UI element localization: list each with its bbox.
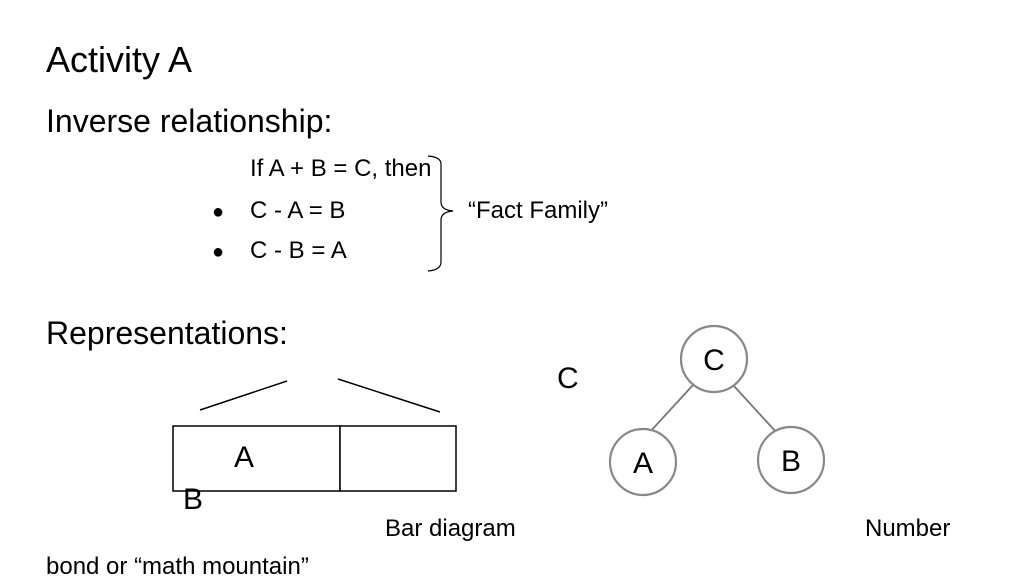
section-heading-inverse: Inverse relationship: <box>46 103 333 139</box>
bond-link-right <box>732 384 778 434</box>
bond-node-right-label: B <box>781 445 801 478</box>
bond-node-left <box>608 427 678 497</box>
bar-diagram-caption: Bar diagram <box>385 515 516 542</box>
bullet-marker: ● <box>212 201 225 223</box>
bar-whole-label: C <box>557 362 579 395</box>
bar-bracket-left <box>199 380 288 411</box>
bullet-item-1: C - A = B <box>250 197 346 224</box>
bullet-marker: ● <box>212 241 225 263</box>
statement-text: If A + B = C, then <box>250 155 432 182</box>
bond-node-top <box>679 324 749 394</box>
bond-node-top-label: C <box>703 344 725 377</box>
fact-family-label: “Fact Family” <box>468 197 608 224</box>
bond-link-left <box>648 384 694 434</box>
section-heading-representations: Representations: <box>46 315 288 351</box>
bullet-item-2: C - B = A <box>250 237 347 264</box>
bar-part-a <box>172 425 341 492</box>
bond-node-left-label: A <box>633 447 653 480</box>
number-bond-caption-line1: Number <box>865 515 951 542</box>
slide-title: Activity A <box>46 39 193 80</box>
number-bond-caption-line2: bond or “math mountain” <box>46 553 309 580</box>
curly-brace <box>427 155 454 272</box>
bar-part-b-label: B <box>183 483 204 516</box>
bar-bracket-right <box>337 378 441 413</box>
bar-part-a-label: A <box>234 441 255 474</box>
bond-node-right <box>756 425 826 495</box>
bar-part-b <box>339 425 457 492</box>
